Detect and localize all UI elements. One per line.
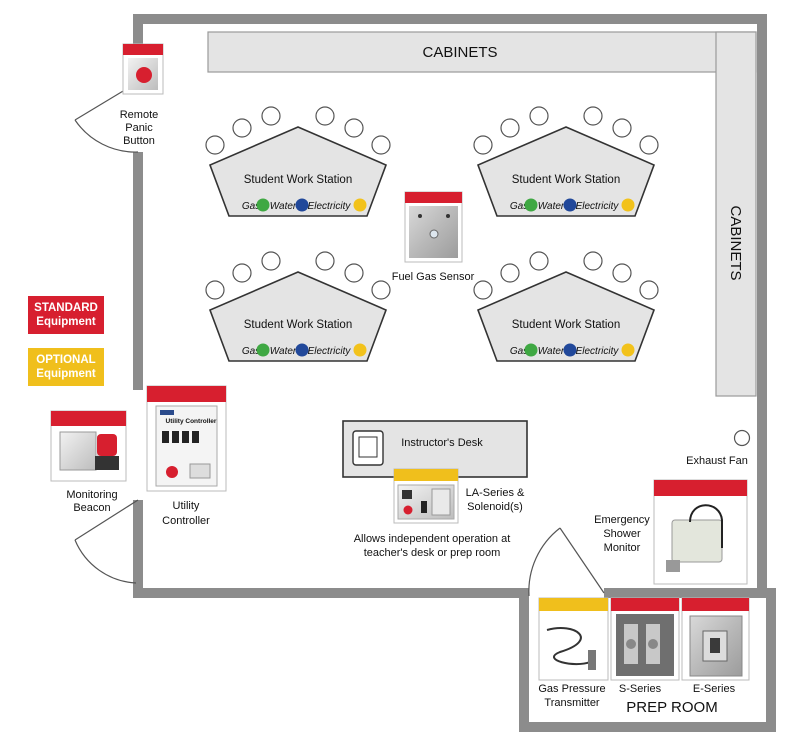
remote-panic-button — [122, 43, 164, 95]
la-series-label-1: LA-Series & — [466, 487, 525, 499]
legend-standard-line2: Equipment — [36, 316, 96, 328]
gas-label: Gas — [510, 346, 528, 357]
flame-icon — [256, 198, 270, 212]
water-drop-icon — [563, 198, 577, 212]
utility-controller-panel-title: Utility Controller — [166, 418, 217, 425]
stop-button-icon — [166, 466, 178, 478]
allows-label-2: teacher's desk or prep room — [364, 547, 501, 559]
e-series-label: E-Series — [693, 683, 736, 695]
electricity-label: Electricity — [576, 201, 620, 212]
gas-pressure-transmitter — [538, 597, 609, 681]
legend-standard-line1: STANDARD — [34, 302, 98, 314]
flame-icon — [256, 343, 270, 357]
panic-button-icon — [136, 67, 152, 83]
water-label: Water — [270, 346, 297, 357]
water-label: Water — [538, 201, 565, 212]
legend-standard: STANDARD Equipment — [28, 296, 104, 334]
legend-optional-line1: OPTIONAL — [36, 354, 96, 366]
computer-icon — [352, 430, 384, 466]
door-left-bottom — [74, 499, 139, 584]
workstation-title: Student Work Station — [512, 319, 620, 331]
utility-controller-label-2: Controller — [162, 515, 210, 527]
prep-room-label: PREP ROOM — [626, 699, 717, 716]
walls — [133, 14, 776, 732]
monitoring-beacon-label-1: Monitoring — [66, 489, 117, 501]
utility-controller-label-1: Utility — [173, 500, 200, 512]
electricity-label: Electricity — [308, 346, 352, 357]
cabinet-top — [207, 31, 757, 73]
flame-icon — [524, 198, 538, 212]
exhaust-fan-label: Exhaust Fan — [686, 455, 748, 467]
workstation-4: Student Work Station Gas Water Electrici… — [473, 251, 659, 362]
lightning-icon — [621, 198, 635, 212]
workstation-2: Student Work Station Gas Water Electrici… — [473, 106, 659, 217]
water-drop-icon — [295, 198, 309, 212]
remote-panic-label-2: Panic — [125, 122, 153, 134]
lightning-icon — [353, 198, 367, 212]
gas-label: Gas — [510, 201, 528, 212]
remote-panic-label-1: Remote — [120, 109, 159, 121]
workstation-title: Student Work Station — [244, 319, 352, 331]
s-series-label: S-Series — [619, 683, 662, 695]
s-series-panel — [610, 597, 680, 681]
workstation-3: Student Work Station Gas Water Electrici… — [205, 251, 391, 362]
beacon-light-icon — [97, 434, 117, 456]
legend-optional: OPTIONAL Equipment — [28, 348, 104, 386]
flame-icon — [524, 343, 538, 357]
lightning-icon — [353, 343, 367, 357]
water-label: Water — [538, 346, 565, 357]
electricity-label: Electricity — [576, 346, 620, 357]
workstation-title: Student Work Station — [244, 174, 352, 186]
cabinet-right-label: CABINETS — [727, 205, 744, 280]
workstation-title: Student Work Station — [512, 174, 620, 186]
fuel-gas-sensor-label: Fuel Gas Sensor — [392, 271, 475, 283]
sensor-icon — [429, 229, 439, 239]
cabinet-right — [715, 31, 757, 397]
legend-optional-line2: Equipment — [36, 368, 96, 380]
gas-label: Gas — [242, 201, 260, 212]
emergency-shower-monitor — [653, 479, 748, 585]
gas-label: Gas — [242, 346, 260, 357]
cabinet-top-label: CABINETS — [422, 44, 497, 61]
electricity-label: Electricity — [308, 201, 352, 212]
shower-label-1: Emergency — [594, 514, 650, 526]
monitoring-beacon — [50, 410, 127, 482]
la-series-label-2: Solenoid(s) — [467, 501, 523, 513]
la-stop-button-icon — [403, 505, 413, 515]
shower-label-2: Shower — [603, 528, 641, 540]
lightning-icon — [621, 343, 635, 357]
exhaust-fan-icon — [733, 429, 751, 447]
e-series-panel — [681, 597, 750, 681]
water-drop-icon — [295, 343, 309, 357]
fuel-gas-sensor — [404, 191, 463, 263]
water-label: Water — [270, 201, 297, 212]
allows-label-1: Allows independent operation at — [354, 533, 511, 545]
remote-panic-label-3: Button — [123, 135, 155, 147]
instructors-desk-label: Instructor's Desk — [401, 437, 483, 449]
shower-label-3: Monitor — [604, 542, 641, 554]
gas-pressure-label-1: Gas Pressure — [538, 683, 605, 695]
monitoring-beacon-label-2: Beacon — [73, 502, 110, 514]
door-prep-room — [528, 527, 605, 597]
workstation-1: Student Work Station Gas Water Electrici… — [205, 106, 391, 217]
utility-controller: Utility Controller — [146, 385, 227, 492]
gas-pressure-label-2: Transmitter — [544, 697, 600, 709]
la-series-panel — [393, 468, 459, 524]
water-drop-icon — [563, 343, 577, 357]
